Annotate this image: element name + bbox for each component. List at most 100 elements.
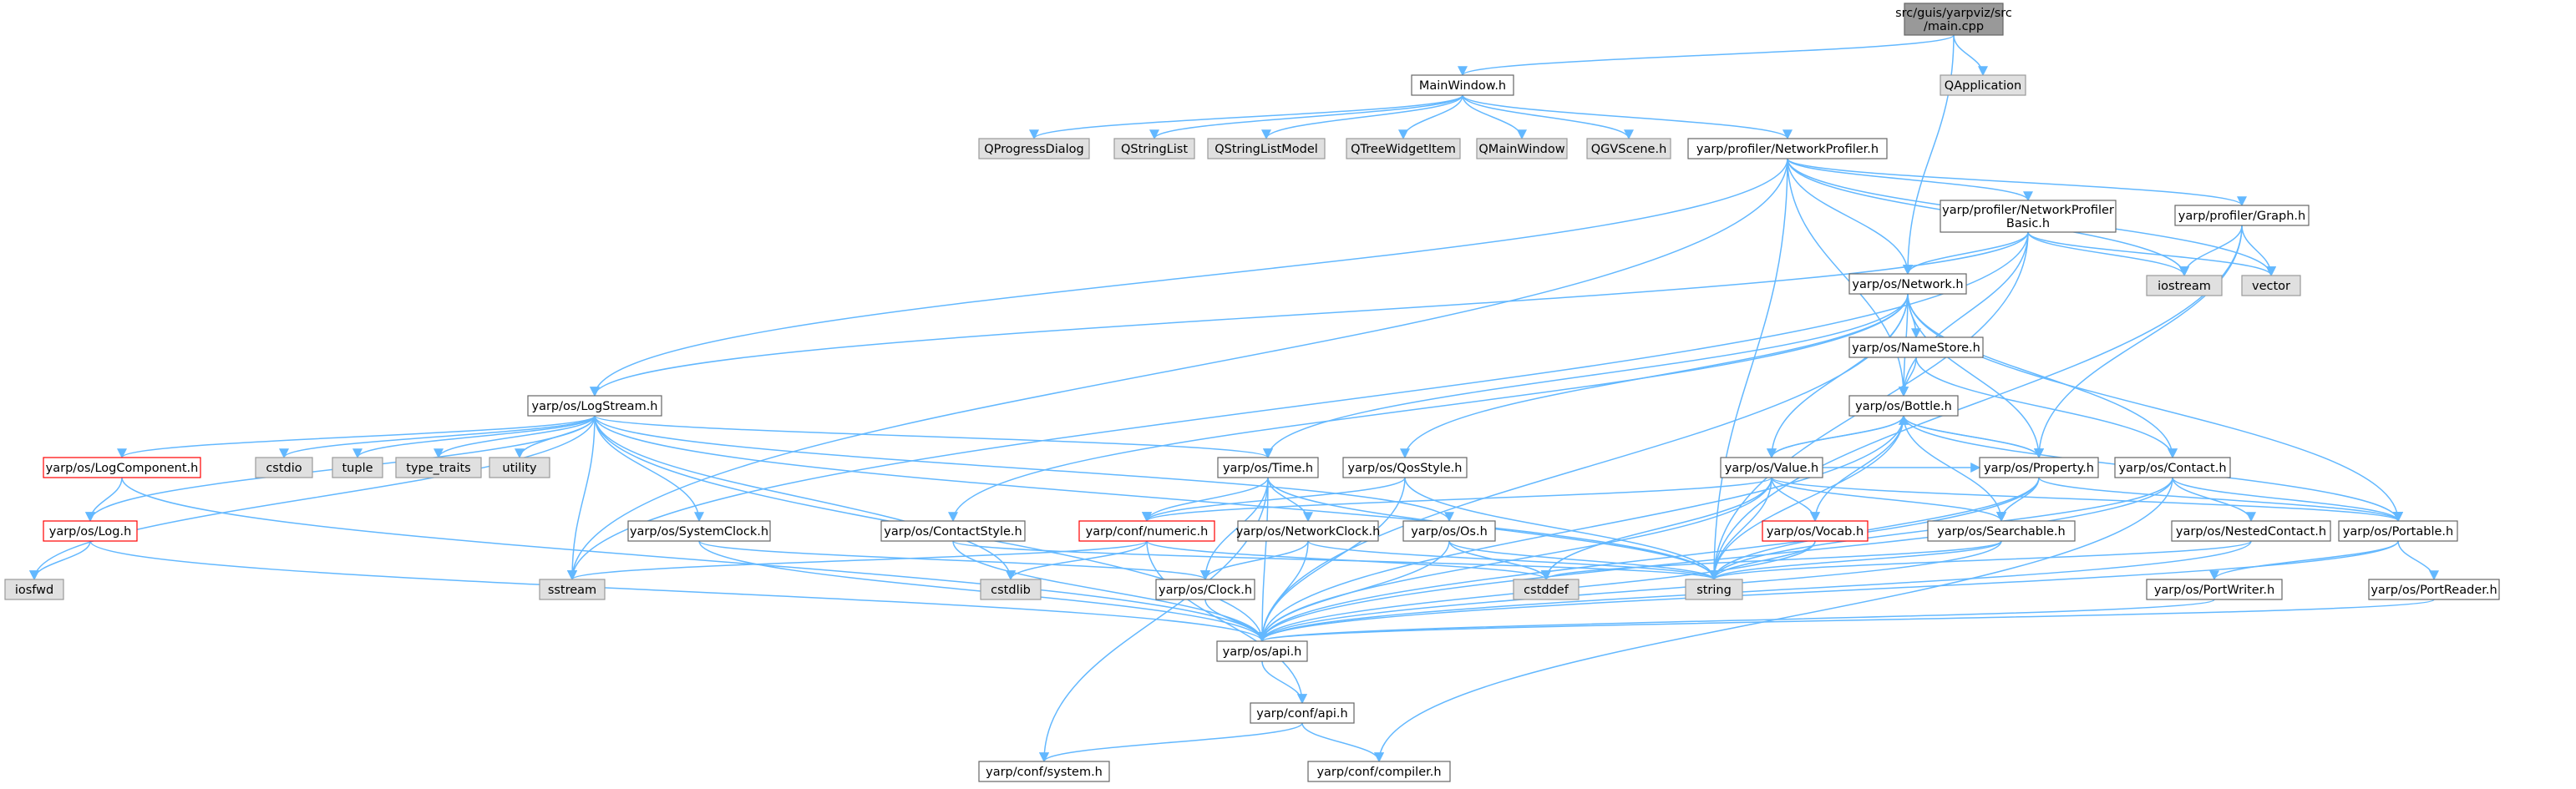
node-label-logcomponent: yarp/os/LogComponent.h <box>46 462 199 475</box>
node-label-searchable: yarp/os/Searchable.h <box>1937 525 2065 539</box>
edge-portable-to-api_os <box>1257 540 2399 643</box>
node-label-systemclock: yarp/os/SystemClock.h <box>630 525 768 539</box>
node-box-system <box>978 761 1110 782</box>
node-property[interactable]: yarp/os/Property.h <box>1979 457 2099 478</box>
node-networkprofiler[interactable]: yarp/profiler/NetworkProfiler.h <box>1687 138 1888 159</box>
node-label-qprogressdialog: QProgressDialog <box>984 143 1083 156</box>
node-network[interactable]: yarp/os/Network.h <box>1848 273 1967 295</box>
node-label-sstream: sstream <box>548 584 596 597</box>
node-box-iosfwd <box>4 579 64 600</box>
node-qprogressdialog[interactable]: QProgressDialog <box>978 138 1090 159</box>
node-box-clock <box>1155 579 1255 600</box>
edge-numeric-to-api_conf <box>1146 540 1307 705</box>
node-portable[interactable]: yarp/os/Portable.h <box>2338 520 2458 542</box>
edge-numeric-to-cstdlib <box>1006 540 1148 581</box>
node-label-mainwindow: MainWindow.h <box>1419 79 1506 93</box>
edge-qosstyle-to-string <box>1404 477 1719 581</box>
node-sstream[interactable]: sstream <box>539 579 606 600</box>
node-qgvscene[interactable]: QGVScene.h <box>1586 138 1671 159</box>
edge-property-to-bottle <box>1899 414 2040 458</box>
node-box-numeric <box>1078 520 1215 542</box>
node-api_os[interactable]: yarp/os/api.h <box>1216 640 1308 662</box>
node-logstream[interactable]: yarp/os/LogStream.h <box>527 395 662 417</box>
node-log[interactable]: yarp/os/Log.h <box>43 520 138 542</box>
node-main[interactable]: src/guis/yarpviz/src/main.cpp <box>1895 3 2012 36</box>
node-label-time: yarp/os/Time.h <box>1223 462 1313 475</box>
node-iostream[interactable]: iostream <box>2146 275 2223 296</box>
edge-contact-to-api_os <box>1257 477 2173 643</box>
node-portreader[interactable]: yarp/os/PortReader.h <box>2368 579 2500 600</box>
node-qosstyle[interactable]: yarp/os/QosStyle.h <box>1342 457 1468 478</box>
node-type_traits[interactable]: type_traits <box>395 457 482 478</box>
node-box-compiler <box>1307 761 1451 782</box>
node-box-os <box>1402 520 1496 542</box>
node-systemclock[interactable]: yarp/os/SystemClock.h <box>627 520 771 542</box>
node-value[interactable]: yarp/os/Value.h <box>1720 457 1823 478</box>
node-compiler[interactable]: yarp/conf/compiler.h <box>1307 761 1451 782</box>
node-label-main: /main.cpp <box>1924 20 1984 33</box>
edge-systemclock-to-clock <box>698 540 1210 581</box>
node-vector[interactable]: vector <box>2241 275 2301 296</box>
node-cstdio[interactable]: cstdio <box>255 457 313 478</box>
node-box-logcomponent <box>43 457 201 478</box>
node-label-qstringlist: QStringList <box>1121 143 1188 156</box>
edge-api_conf-to-system <box>1039 722 1303 763</box>
node-cstdlib[interactable]: cstdlib <box>980 579 1042 600</box>
node-box-bottle <box>1848 395 1959 417</box>
node-system[interactable]: yarp/conf/system.h <box>978 761 1110 782</box>
node-time[interactable]: yarp/os/Time.h <box>1217 457 1319 478</box>
node-graph[interactable]: yarp/profiler/Graph.h <box>2174 205 2310 226</box>
node-nestedcontact[interactable]: yarp/os/NestedContact.h <box>2171 520 2331 542</box>
node-bottle[interactable]: yarp/os/Bottle.h <box>1848 395 1959 417</box>
node-vocab[interactable]: yarp/os/Vocab.h <box>1762 520 1869 542</box>
node-logcomponent[interactable]: yarp/os/LogComponent.h <box>43 457 201 478</box>
node-qtreewidgetitem[interactable]: QTreeWidgetItem <box>1346 138 1461 159</box>
node-box-qstringlistmodel <box>1207 138 1326 159</box>
node-os[interactable]: yarp/os/Os.h <box>1402 520 1496 542</box>
node-cstddef[interactable]: cstddef <box>1513 579 1580 600</box>
node-contact[interactable]: yarp/os/Contact.h <box>2114 457 2231 478</box>
node-qstringlist[interactable]: QStringList <box>1113 138 1195 159</box>
node-tuple[interactable]: tuple <box>332 457 383 478</box>
node-networkclock[interactable]: yarp/os/NetworkClock.h <box>1236 520 1381 542</box>
node-box-portable <box>2338 520 2458 542</box>
node-qapplication[interactable]: QApplication <box>1940 74 2026 96</box>
node-qstringlistmodel[interactable]: QStringListModel <box>1207 138 1326 159</box>
node-mainwindow[interactable]: MainWindow.h <box>1411 74 1514 96</box>
edge-contact-to-nestedcontact <box>2172 477 2256 523</box>
node-contactstyle[interactable]: yarp/os/ContactStyle.h <box>880 520 1026 542</box>
node-label-clock: yarp/os/Clock.h <box>1159 584 1252 597</box>
edge-logstream-to-sstream <box>567 415 596 581</box>
node-portwriter[interactable]: yarp/os/PortWriter.h <box>2146 579 2283 600</box>
node-box-portwriter <box>2146 579 2283 600</box>
node-qmainwindow[interactable]: QMainWindow <box>1476 138 1568 159</box>
node-numeric[interactable]: yarp/conf/numeric.h <box>1078 520 1215 542</box>
edge-networkprofiler-to-string <box>1709 158 1788 581</box>
node-string[interactable]: string <box>1685 579 1743 600</box>
node-namestore[interactable]: yarp/os/NameStore.h <box>1848 336 1984 358</box>
edge-property-to-portable <box>2038 477 2403 523</box>
node-box-iostream <box>2146 275 2223 296</box>
node-label-type_traits: type_traits <box>406 462 470 475</box>
node-utility[interactable]: utility <box>489 457 550 478</box>
node-box-contact <box>2114 457 2231 478</box>
edge-networkprofilerbasic-to-sstream <box>567 231 2029 581</box>
node-label-qmainwindow: QMainWindow <box>1478 143 1564 156</box>
edge-namestore-to-bottle <box>1899 357 1917 397</box>
edge-logstream-to-cstdio <box>279 415 596 459</box>
node-label-networkprofiler: yarp/profiler/NetworkProfiler.h <box>1696 143 1879 156</box>
edge-qosstyle-to-numeric <box>1142 477 1406 523</box>
node-box-string <box>1685 579 1743 600</box>
node-box-cstdlib <box>980 579 1042 600</box>
node-clock[interactable]: yarp/os/Clock.h <box>1155 579 1255 600</box>
node-searchable[interactable]: yarp/os/Searchable.h <box>1927 520 2076 542</box>
node-label-contactstyle: yarp/os/ContactStyle.h <box>884 525 1022 539</box>
node-box-main <box>1904 3 2004 36</box>
node-label-api_conf: yarp/conf/api.h <box>1256 707 1347 721</box>
edge-networkprofilerbasic-to-logstream <box>590 231 2029 397</box>
node-api_conf[interactable]: yarp/conf/api.h <box>1250 702 1355 724</box>
node-box-qapplication <box>1940 74 2026 96</box>
edge-networkprofiler-to-logstream <box>590 158 1788 397</box>
node-iosfwd[interactable]: iosfwd <box>4 579 64 600</box>
